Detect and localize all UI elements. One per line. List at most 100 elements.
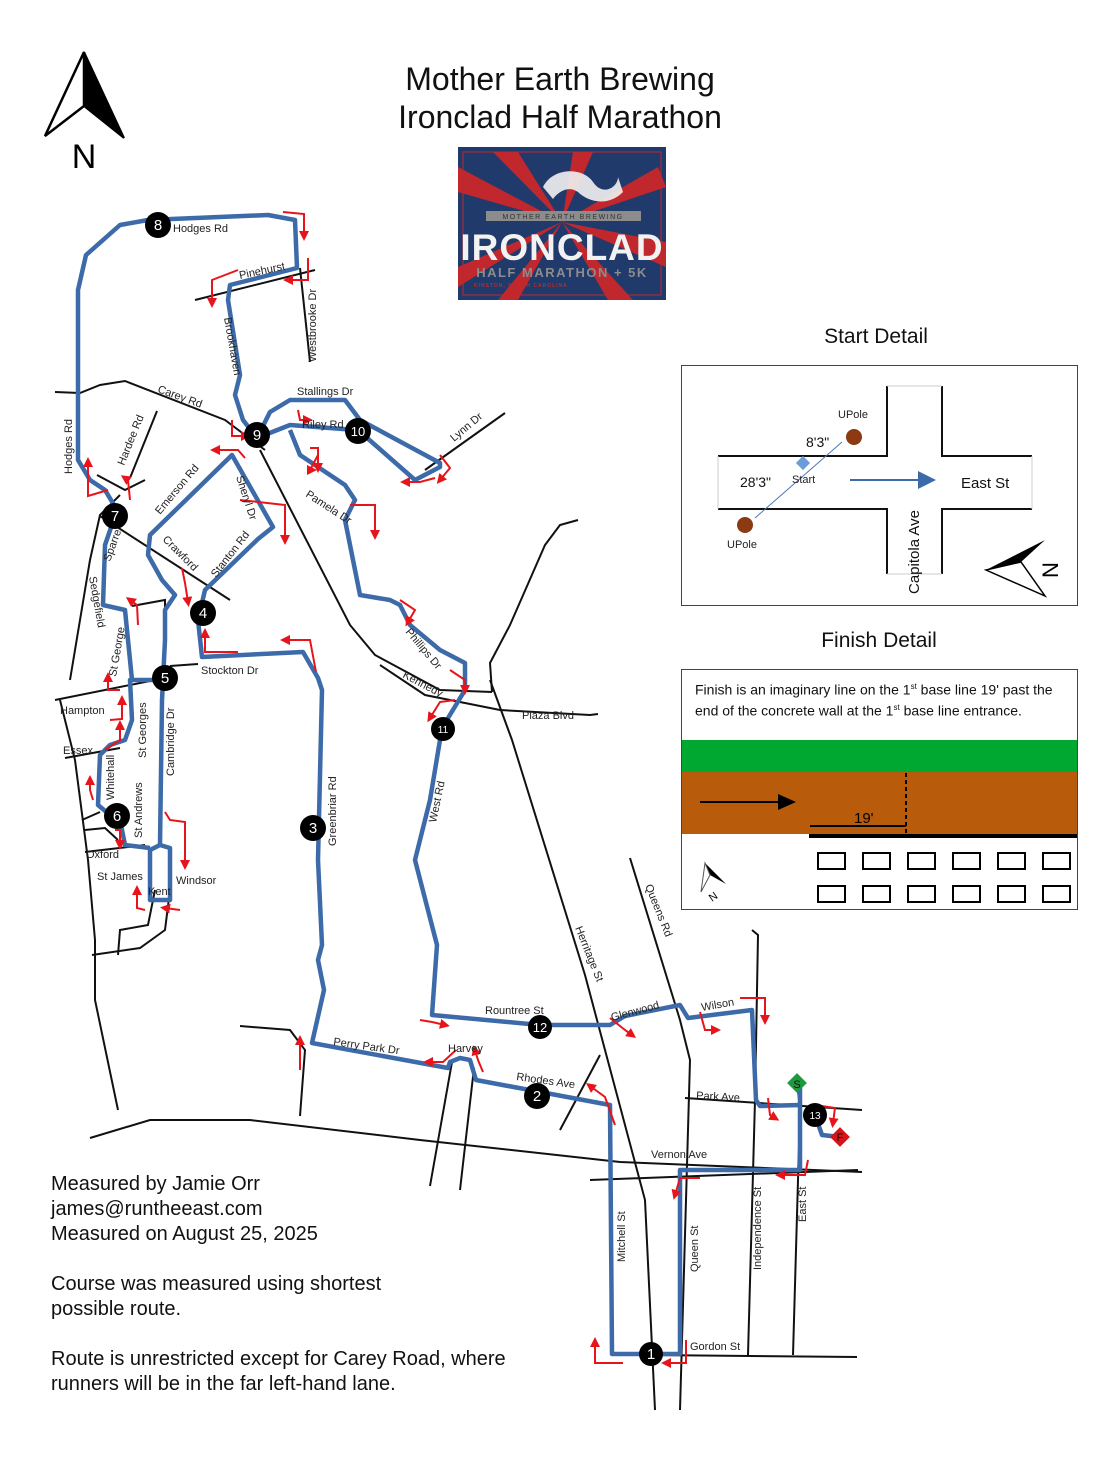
measured-date: Measured on August 25, 2025	[51, 1223, 318, 1245]
mile-markers: 1 2 3 4 5 6 7 8 9 10 11 12 13 S F	[102, 212, 850, 1366]
label-windsor: Windsor	[176, 875, 217, 887]
label-kent: Kent	[148, 886, 171, 898]
start-detail-diagram: UPole UPole Start 8'3" 28'3" East St Cap…	[717, 385, 1063, 598]
measurement-notes: Measured by Jamie Orr james@runtheeast.c…	[51, 1172, 521, 1422]
finish-direction-arrow-icon	[778, 794, 796, 810]
label-st-andrews: St Andrews	[133, 782, 145, 838]
finish-detail-diagram: 19' N	[682, 740, 1077, 904]
svg-text:2: 2	[533, 1088, 541, 1105]
label-carey-rd: Carey Rd	[156, 384, 204, 411]
bleacher-seats	[817, 852, 1071, 903]
title-line-1: Mother Earth Brewing	[405, 61, 715, 97]
svg-text:4: 4	[199, 605, 207, 622]
label-st-george: St George	[107, 626, 128, 677]
start-detail-title: Start Detail	[824, 325, 928, 348]
mile-marker-5: 5	[152, 665, 178, 691]
svg-text:10: 10	[351, 424, 365, 439]
measured-by: Measured by Jamie Orr	[51, 1173, 260, 1195]
label-riley: Riley Rd	[302, 419, 344, 431]
start-marker: S	[787, 1073, 807, 1093]
label-brookhaven: Brookhaven	[221, 316, 243, 376]
page-title: Mother Earth Brewing Ironclad Half Marat…	[340, 60, 780, 136]
label-gordon: Gordon St	[690, 1341, 740, 1353]
label-wilson: Wilson	[700, 996, 735, 1014]
svg-text:7: 7	[111, 508, 119, 525]
svg-text:S: S	[793, 1079, 800, 1091]
label-plaza: Plaza Blvd	[522, 710, 574, 722]
label-vernon: Vernon Ave	[651, 1149, 707, 1161]
label-east-st: East St	[797, 1187, 809, 1222]
svg-text:UPole: UPole	[727, 539, 757, 551]
concrete-wall	[809, 834, 1077, 838]
mile-marker-13: 13	[803, 1103, 827, 1127]
svg-text:1: 1	[647, 1346, 655, 1363]
svg-text:8: 8	[154, 217, 162, 234]
mile-marker-10: 10	[345, 418, 371, 444]
label-rountree: Rountree St	[485, 1005, 544, 1017]
mile-marker-6: 6	[104, 803, 130, 829]
svg-text:5: 5	[161, 670, 169, 687]
mile-marker-8: 8	[145, 212, 171, 238]
svg-text:East St: East St	[961, 475, 1010, 492]
label-cambridge: Cambridge Dr	[165, 707, 177, 776]
utility-pole-bottom-icon	[737, 517, 753, 533]
start-detail-panel: UPole UPole Start 8'3" 28'3" East St Cap…	[681, 365, 1078, 606]
svg-text:F: F	[837, 1132, 844, 1144]
contact-email[interactable]: james@runtheeast.com	[51, 1198, 263, 1220]
svg-text:Start: Start	[792, 474, 815, 486]
label-st-james: St James	[97, 871, 143, 883]
svg-text:HALF MARATHON + 5K: HALF MARATHON + 5K	[476, 265, 648, 280]
mile-marker-7: 7	[102, 503, 128, 529]
svg-text:IRONCLAD: IRONCLAD	[460, 227, 663, 268]
label-hodges-rd: Hodges Rd	[173, 223, 228, 235]
label-hampton: Hampton	[60, 705, 105, 717]
svg-text:12: 12	[533, 1020, 547, 1035]
start-point-icon	[795, 455, 811, 471]
label-stallings: Stallings Dr	[297, 386, 354, 398]
label-harvey: Harvey	[448, 1043, 483, 1055]
finish-description: Finish is an imaginary line on the 1st b…	[695, 681, 1053, 719]
svg-text:N: N	[707, 890, 720, 904]
north-arrow-icon: N	[43, 51, 125, 175]
measurement-method: Course was measured using shortest possi…	[51, 1273, 382, 1320]
label-kennedy: Kennedy	[401, 669, 445, 700]
label-glenwood: Glenwood	[610, 999, 661, 1023]
svg-text:6: 6	[113, 808, 121, 825]
mile-marker-9: 9	[244, 422, 270, 448]
label-independence: Independence St	[752, 1187, 764, 1270]
svg-text:UPole: UPole	[838, 409, 868, 421]
ironclad-logo: MOTHER EARTH BREWING IRONCLAD HALF MARAT…	[458, 147, 666, 300]
label-pamela: Pamela Dr	[303, 488, 353, 527]
label-stanton: Stanton Rd	[209, 529, 252, 580]
mile-marker-12: 12	[528, 1015, 552, 1039]
svg-text:11: 11	[438, 725, 449, 736]
svg-text:3: 3	[309, 820, 317, 837]
label-st-georges: St Georges	[137, 702, 149, 758]
svg-text:N: N	[72, 138, 97, 175]
utility-pole-top-icon	[846, 429, 862, 445]
finish-marker: F	[830, 1127, 850, 1147]
label-whitehall: Whitehall	[105, 755, 117, 800]
mile-marker-11: 11	[431, 717, 455, 741]
svg-text:N: N	[1038, 562, 1063, 578]
mile-marker-3: 3	[300, 815, 326, 841]
mile-marker-2: 2	[524, 1083, 550, 1109]
label-stockton: Stockton Dr	[201, 665, 259, 677]
label-queen-st: Queen St	[689, 1226, 701, 1272]
label-park-ave: Park Ave	[696, 1090, 740, 1104]
label-mitchell: Mitchell St	[616, 1211, 628, 1262]
label-westbrooke: Westbrooke Dr	[307, 289, 319, 362]
finish-compass-icon: N	[700, 861, 726, 904]
label-heritage: Herritage St	[572, 925, 605, 984]
svg-text:9: 9	[253, 427, 261, 444]
svg-text:13: 13	[809, 1111, 821, 1122]
label-essex: Essex	[63, 745, 93, 757]
mile-marker-1: 1	[639, 1342, 663, 1366]
label-hodges-rd-side: Hodges Rd	[63, 419, 75, 474]
svg-text:MOTHER EARTH BREWING: MOTHER EARTH BREWING	[502, 214, 623, 221]
svg-text:19': 19'	[854, 810, 874, 827]
label-greenbriar: Greenbriar Rd	[327, 776, 339, 846]
label-hardee: Hardee Rd	[116, 413, 147, 467]
label-oxford: Oxford	[86, 849, 119, 861]
